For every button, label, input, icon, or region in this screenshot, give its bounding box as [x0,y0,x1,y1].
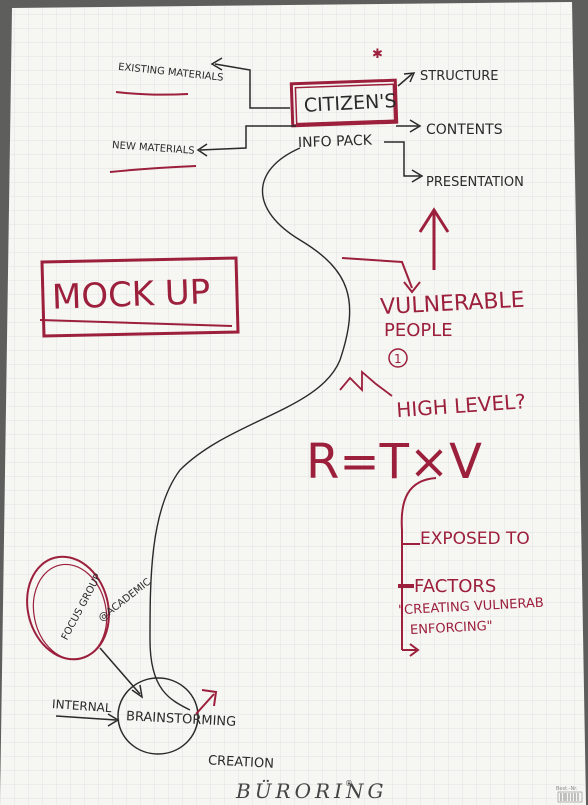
step-number: 1 [394,352,402,366]
mock-up-box: MOCK UP [39,256,240,338]
center-label-line1: CITIZEN'S [303,90,397,117]
asterisk-mark: ✱ [372,47,383,62]
center-box: CITIZEN'S [289,78,399,128]
output-contents: CONTENTS [426,122,503,138]
serial-label: Best.-Nr. [556,786,578,792]
output-structure: STRUCTURE [420,69,499,84]
outputs: STRUCTURE CONTENTS PRESENTATION [384,69,524,190]
creation-label: CREATION [208,753,275,771]
internal-label: INTERNAL [52,697,113,715]
mock-up-label: MOCK UP [51,272,211,318]
brainstorming-label: BRAINSTORMING [126,709,237,730]
barcode [557,791,583,803]
formula-label: R=T×V [306,434,482,490]
output-presentation: PRESENTATION [426,175,524,190]
branch-factors: FACTORS [414,576,496,597]
brand-logo: BÜRORING [235,778,387,803]
formula-section: R=T×V EXPOSED TO FACTORS "CREATING VULNE… [306,434,544,657]
winding-line [149,147,351,711]
brand-footer: BÜRORING ® Best.-Nr. [235,778,583,803]
center-label-line2: INFO PACK [298,133,373,152]
branch-enforcing: ENFORCING" [410,619,493,638]
brainstorming-section: INTERNAL BRAINSTORMING CREATION [52,677,275,772]
vulnerable-label-line2: PEOPLE [384,320,453,341]
brand-mark: ® [345,779,353,788]
branch-exposed-to: EXPOSED TO [420,529,530,549]
